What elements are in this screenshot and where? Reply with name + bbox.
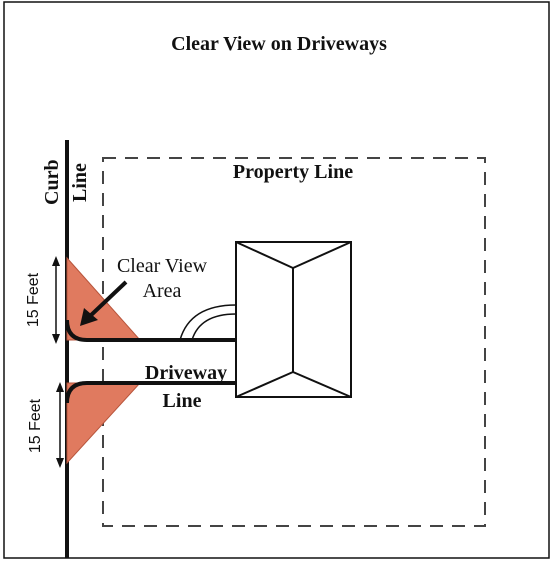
clear-view-label-line1: Clear View [117,255,208,277]
curb-label: Curb [41,159,63,205]
measure-label-lower: 15 Feet [27,398,44,453]
garage-arch-inner [191,313,237,341]
driveway-edge-upper [65,319,236,342]
outer-border [3,1,550,559]
property-line-label: Property Line [233,161,353,183]
driveway-label-line1: Driveway [145,362,227,384]
garage-arch-outer [179,304,237,341]
clear-view-area-lower [66,382,142,465]
clear-view-arrowhead [80,308,98,326]
clear-view-label-line2: Area [143,280,182,302]
house [235,241,352,398]
measure-label-upper: 15 Feet [25,272,42,327]
curb-line-label: Line [69,163,91,202]
dimension-upper [52,256,60,344]
dimension-lower [56,382,64,468]
diagram-title: Clear View on Driveways [171,33,387,55]
clear-view-pointer [86,280,128,320]
driveway-edge-lower [65,381,236,404]
driveway-label-line2: Line [163,390,202,412]
